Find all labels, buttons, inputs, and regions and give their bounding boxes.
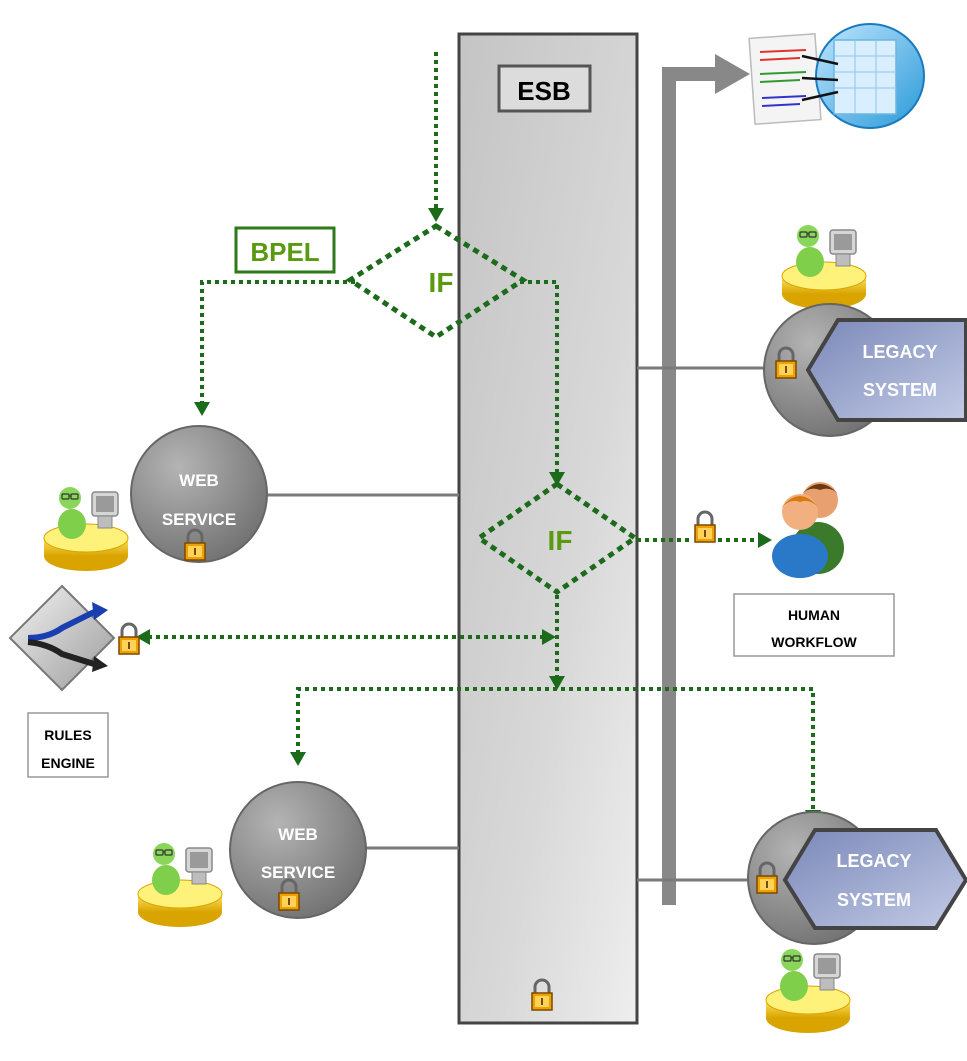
legacy-bottom-line2: SYSTEM [837, 890, 911, 910]
web-service-top-line2: SERVICE [162, 510, 236, 529]
human-workflow-line2: WORKFLOW [771, 634, 857, 650]
web-service-bottom-line2: SERVICE [261, 863, 335, 882]
web-service-bottom-line1: WEB [278, 825, 318, 844]
esb-label-box [497, 64, 592, 113]
web-service-top-circle [130, 425, 268, 563]
legacy-top-shape [805, 318, 967, 422]
rules-engine-icon [8, 584, 116, 692]
legacy-bottom-shape [782, 828, 967, 930]
people-group-icon [772, 482, 844, 578]
decision-if-middle [474, 480, 640, 596]
if-top-label: IF [429, 267, 454, 298]
bus-connector [662, 67, 718, 905]
bus-arrow-head [715, 54, 750, 94]
padlock-icon [693, 510, 717, 544]
padlock-icon [117, 622, 141, 656]
bpel-flow-lines [148, 52, 815, 812]
document-transform-icon [748, 23, 925, 129]
legacy-top-line2: SYSTEM [863, 380, 937, 400]
if-mid-label: IF [548, 525, 573, 556]
legacy-top-line1: LEGACY [862, 342, 937, 362]
esb-label: ESB [517, 76, 570, 106]
human-workflow-line1: HUMAN [788, 607, 840, 623]
bpel-label: BPEL [250, 237, 319, 267]
bpel-label-box [234, 226, 336, 274]
web-service-bottom-circle [229, 781, 367, 919]
user-at-desk-icon [137, 842, 223, 928]
legacy-bottom-line1: LEGACY [836, 851, 911, 871]
user-at-desk-icon [43, 486, 129, 572]
rules-engine-line2: ENGINE [41, 755, 95, 771]
rules-engine-line1: RULES [44, 727, 91, 743]
user-at-desk-icon [781, 224, 867, 310]
decision-if-top [345, 223, 528, 340]
human-workflow-label-box [733, 593, 895, 657]
rules-engine-label-box [27, 712, 109, 778]
user-at-desk-icon [765, 948, 851, 1034]
web-service-top-line1: WEB [179, 471, 219, 490]
